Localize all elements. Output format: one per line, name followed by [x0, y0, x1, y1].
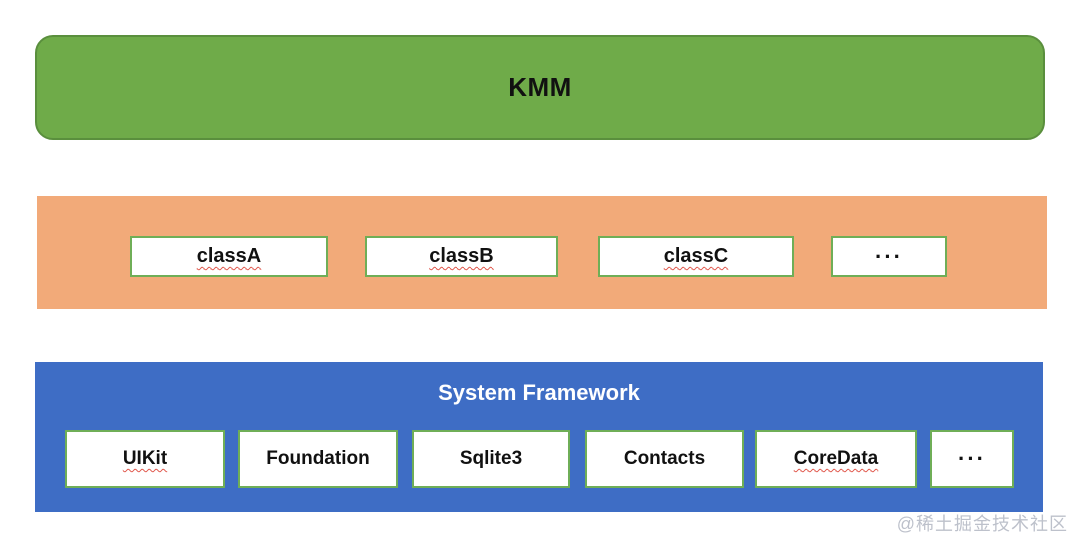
class-box-ellipsis: ··· [831, 236, 947, 277]
framework-box-uikit: UIKit [65, 430, 225, 488]
class-box-c-label: classC [663, 245, 729, 267]
class-box-a: classA [130, 236, 328, 277]
framework-box-sqlite3-label: Sqlite3 [459, 448, 523, 469]
framework-box-uikit-label: UIKit [122, 448, 168, 469]
framework-box-foundation-label: Foundation [266, 448, 370, 469]
framework-box-contacts: Contacts [585, 430, 744, 488]
framework-box-foundation: Foundation [238, 430, 398, 488]
framework-box-coredata: CoreData [755, 430, 917, 488]
class-box-c: classC [598, 236, 794, 277]
class-box-b-label: classB [429, 245, 494, 267]
class-box-ellipsis-label: ··· [875, 243, 903, 269]
framework-box-ellipsis: ··· [930, 430, 1014, 488]
framework-box-coredata-label: CoreData [793, 448, 879, 469]
watermark-text: @稀土掘金技术社区 [896, 514, 1068, 534]
framework-box-ellipsis-label: ··· [958, 446, 986, 471]
kmm-layer-title: KMM [508, 72, 572, 102]
framework-box-sqlite3: Sqlite3 [412, 430, 570, 488]
system-framework-title: System Framework [438, 380, 640, 405]
class-box-b: classB [365, 236, 558, 277]
class-box-a-label: classA [196, 245, 262, 267]
framework-box-contacts-label: Contacts [623, 448, 706, 469]
kmm-layer-panel: KMM [35, 35, 1045, 140]
